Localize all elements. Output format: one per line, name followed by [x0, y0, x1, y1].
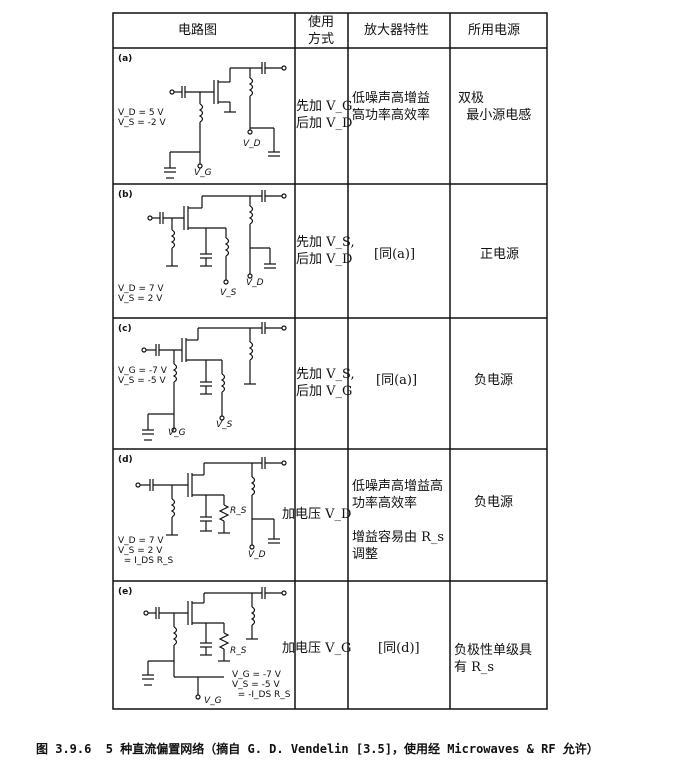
circuit-c-node-label: V_S	[216, 420, 233, 430]
circuit-c-diagram	[141, 322, 287, 441]
circuit-d-node-label: R_S	[230, 506, 247, 516]
circuit-e-diagram	[142, 587, 287, 700]
row-e-characteristic: [同(d)]	[378, 641, 420, 656]
circuit-b-tag: (b)	[118, 190, 133, 200]
circuit-b-bias-values: V_D = 7 V V_S = 2 V	[118, 284, 164, 304]
circuit-b-diagram	[147, 190, 287, 285]
circuit-c-tag: (c)	[118, 324, 132, 334]
figure-caption: 图 3.9.6 5 种直流偏置网络（摘自 G. D. Vendelin [3.5…	[36, 742, 599, 756]
header-characteristic: 放大器特性	[364, 23, 430, 38]
row-c-method: 先加 V_S, 后加 V_G	[296, 367, 355, 399]
row-d-method: 加电压 V_D	[282, 507, 352, 522]
row-c-power: 负电源	[474, 373, 514, 388]
row-a-characteristic: 低噪声高增益 高功率高效率	[352, 91, 431, 123]
circuit-a-node-label: V_D	[243, 139, 261, 149]
header-method: 使用 方式	[308, 15, 335, 47]
circuit-e-tag: (e)	[118, 587, 133, 597]
row-b-characteristic: [同(a)]	[374, 247, 416, 262]
row-a-power: 双极 最小源电感	[458, 91, 532, 123]
circuit-e-bias-values: V_G = -7 V V_S = -5 V = -I_DS R_S	[232, 670, 291, 700]
circuit-d-bias-values: V_D = 7 V V_S = 2 V = I_DS R_S	[118, 536, 174, 566]
table-grid	[112, 12, 548, 710]
circuit-a-bias-values: V_D = 5 V V_S = -2 V	[118, 108, 166, 128]
header-power: 所用电源	[468, 23, 521, 38]
circuit-c-bias-values: V_G = -7 V V_S = -5 V	[118, 366, 167, 386]
row-d-power: 负电源	[474, 495, 514, 510]
circuit-e-node-label: R_S	[230, 646, 247, 656]
circuit-a-diagram	[164, 62, 287, 179]
row-e-power: 负极性单级具 有 R_s	[454, 643, 533, 675]
circuit-b-node-label: V_D	[246, 278, 264, 288]
row-b-method: 先加 V_S, 后加 V_D	[296, 235, 355, 267]
circuit-a-tag: (a)	[118, 54, 133, 64]
row-b-power: 正电源	[480, 247, 520, 262]
circuit-e-node-label: V_G	[204, 696, 222, 706]
row-d-characteristic: 低噪声高增益高 功率高效率 增益容易由 R_s 调整	[352, 479, 445, 562]
circuit-c-node-label: V_G	[168, 428, 186, 438]
circuit-a-node-label: V_G	[194, 168, 212, 178]
bias-network-table: 电路图 使用 方式 放大器特性 所用电源	[112, 12, 548, 710]
circuit-d-node-label: V_D	[248, 550, 266, 560]
circuit-d-tag: (d)	[118, 455, 133, 465]
row-e-method: 加电压 V_G	[282, 641, 352, 656]
row-c-characteristic: [同(a)]	[376, 373, 418, 388]
circuit-d-diagram	[135, 457, 287, 550]
row-a-method: 先加 V_G, 后加 V_D	[296, 99, 357, 131]
circuit-b-node-label: V_S	[220, 288, 237, 298]
header-circuit: 电路图	[178, 23, 218, 38]
